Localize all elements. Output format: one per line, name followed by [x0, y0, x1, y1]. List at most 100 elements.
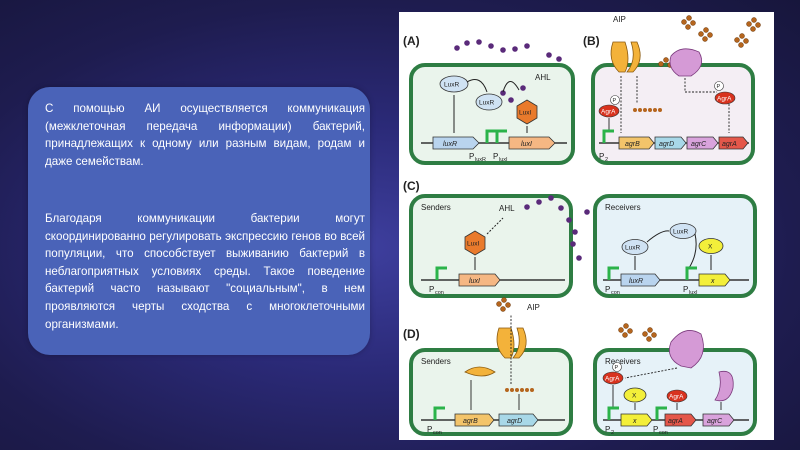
receiver-cell: [593, 194, 757, 298]
aip-precursor: [505, 388, 534, 392]
arrows-b: [620, 76, 730, 133]
x-protein: [698, 238, 724, 254]
x-label: X: [632, 393, 637, 400]
agra-label: AgrA: [605, 376, 620, 383]
luxr-ahl-complex: [669, 223, 697, 239]
gene-agrb-label: agrB: [625, 141, 640, 148]
luxr-ahl-complex: [475, 93, 503, 111]
luxi-protein: [516, 99, 538, 125]
promoter-arrow: [607, 406, 619, 420]
arrows-c: [634, 230, 712, 270]
promoter-con: P: [653, 425, 658, 434]
luxi-label: LuxI: [519, 110, 531, 117]
gene-luxr-label: luxR: [443, 141, 457, 148]
arrows-d-recv: [612, 367, 722, 410]
aip-label-b: AIP: [613, 15, 626, 24]
promoter-con: P: [427, 425, 432, 434]
agra-protein: [666, 389, 688, 403]
gene-agrc: [686, 136, 719, 150]
x-protein: [623, 387, 647, 403]
gene-luxi-label: luxI: [521, 141, 532, 148]
quorum-sensing-figure: (A) AHL LuxR LuxR LuxI: [399, 12, 774, 440]
panel-label-b: (B): [583, 34, 600, 48]
promoter-con: P: [605, 285, 610, 294]
panel-a: (A) AHL LuxR LuxR LuxI: [403, 34, 575, 165]
agra-protein: [602, 371, 624, 385]
agra-protein: [598, 104, 620, 118]
gene-luxi: [508, 136, 556, 150]
luxr-label: LuxR: [625, 245, 640, 252]
gene-luxi-label: luxI: [469, 278, 480, 285]
agrc-protein: [714, 370, 734, 402]
gene-agrb: [618, 136, 655, 150]
promoter-luxi-sub: luxI: [689, 290, 698, 296]
gene-x-label: x: [710, 278, 715, 285]
phosphate: [714, 81, 724, 91]
gene-agrc: [702, 413, 735, 427]
ahl-label: AHL: [535, 73, 551, 82]
luxr-protein: [439, 75, 469, 93]
gene-agrd: [654, 136, 687, 150]
receivers-label: Receivers: [605, 357, 641, 366]
luxi-protein: [464, 230, 486, 256]
promoter-p2-sub: 2: [611, 430, 614, 436]
luxr-complex-label: LuxR: [479, 100, 494, 107]
phosphate: [610, 95, 620, 105]
senders-label: Senders: [421, 357, 451, 366]
agrc-receptor: [669, 48, 703, 77]
promoter-p2: P: [605, 425, 610, 434]
agrc-receptor: [668, 330, 704, 369]
promoter-arrow: [435, 266, 447, 280]
promoter-luxr-sub: luxR: [475, 157, 486, 163]
gene-agrd: [498, 413, 539, 427]
aip-precursor: [633, 108, 662, 112]
gene-luxr: [620, 273, 661, 287]
panel-label-d: (D): [403, 327, 420, 341]
panel-label-c: (C): [403, 179, 420, 193]
promoter-p2: P: [599, 152, 604, 161]
gene-agrb: [454, 413, 495, 427]
phosphate-label: P: [717, 84, 721, 90]
promoter-con: P: [429, 285, 434, 294]
gene-agra-label: agrA: [722, 141, 737, 148]
promoter-luxi: P: [493, 152, 498, 161]
luxr-protein: [621, 239, 649, 255]
gene-x-label: x: [632, 418, 637, 425]
panel-b: (B) AIP AgrA: [583, 15, 761, 165]
promoter-arrow: [485, 129, 497, 143]
gene-agrc-label: agrC: [691, 141, 707, 148]
aip-label-d: AIP: [527, 303, 540, 312]
promoter-con-sub: con: [435, 290, 444, 296]
agra-protein: [714, 91, 736, 105]
panel-d: (D) AIP Senders: [403, 297, 757, 436]
arrows-a: [453, 79, 528, 133]
x-label: X: [708, 244, 713, 251]
promoter-luxi-sub: luxI: [499, 157, 508, 163]
promoter-p2-sub: 2: [605, 157, 608, 163]
gene-agrd-label: agrD: [659, 141, 674, 148]
description-paragraph-1: С помощью АИ осуществляется коммуникация…: [45, 102, 365, 168]
text-panel: [28, 87, 370, 355]
gene-agra: [664, 413, 697, 427]
agra-label: AgrA: [669, 394, 684, 401]
panel-label-a: (A): [403, 34, 420, 48]
gene-agra: [718, 136, 749, 150]
panel-c: (C) Senders AHL LuxI luxI P con: [403, 179, 757, 298]
promoter-arrow: [685, 266, 697, 280]
promoter-con-sub: con: [611, 290, 620, 296]
ahl-molecules: [454, 39, 562, 103]
gene-luxr: [432, 136, 480, 150]
gene-agrc-label: agrC: [707, 418, 723, 425]
agrb-exporter: [626, 41, 641, 73]
agrb-protein: [464, 366, 496, 377]
luxi-label: LuxI: [467, 241, 479, 248]
agrb-exporter: [512, 327, 527, 359]
aip-molecules: [496, 297, 657, 342]
sender-cell: [409, 194, 573, 298]
promoter-arrow: [602, 129, 614, 143]
promoter-arrow: [607, 266, 619, 280]
promoter-arrow: [433, 406, 445, 420]
promoter-luxi: P: [683, 285, 688, 294]
agrb-exporter: [610, 41, 629, 73]
